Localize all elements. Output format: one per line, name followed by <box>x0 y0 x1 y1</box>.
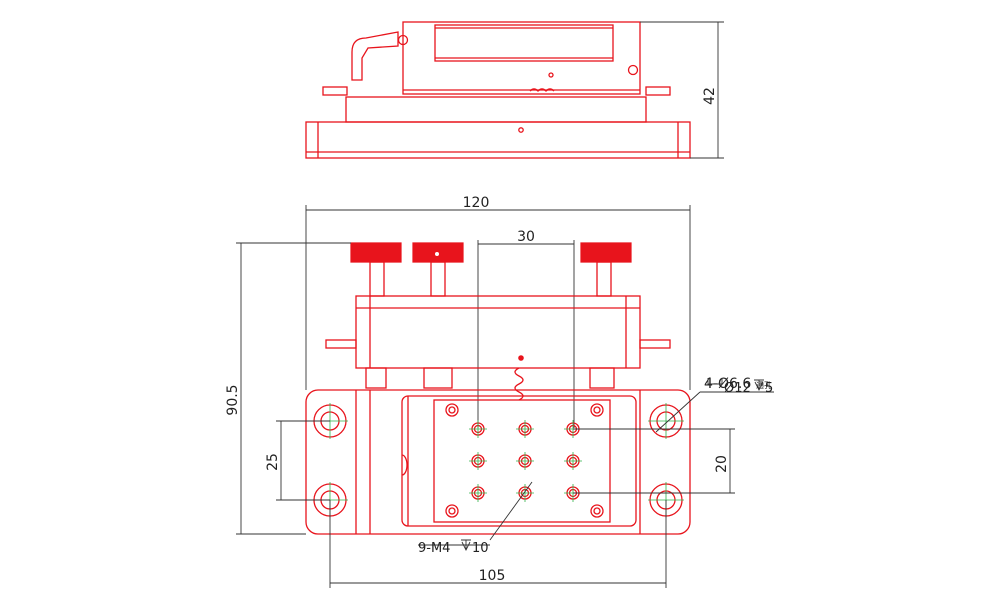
dim-30-label: 30 <box>517 229 535 245</box>
side-carriage <box>402 21 641 95</box>
callout-counterbore: Ø12 <box>724 381 751 396</box>
platform-screw <box>590 403 604 417</box>
callout-mount-holes: 4-Ø6.6 <box>704 376 751 392</box>
side-knob-rail <box>434 24 614 62</box>
side-bracket <box>351 31 399 81</box>
plan-pin-left <box>325 339 357 349</box>
platform-screw <box>590 504 604 518</box>
plan-platform-inner <box>433 399 611 523</box>
plan-view: 120 30 <box>225 195 774 588</box>
depth-symbol <box>754 379 764 392</box>
spring <box>514 367 524 401</box>
dim-120-label: 120 <box>463 195 490 211</box>
side-pin-left <box>322 86 348 96</box>
platform-screw <box>445 504 459 518</box>
side-screw-left <box>397 34 409 46</box>
thread-depth-symbol <box>461 539 471 552</box>
dim-42-label: 42 <box>702 87 718 105</box>
knob-left <box>350 242 402 263</box>
callout-thread-holes: 9-M4 <box>418 541 450 556</box>
plan-platform <box>401 395 637 527</box>
side-mid-block <box>345 96 647 123</box>
side-screw-right <box>627 64 639 76</box>
callout-through-hole-tag: 通孔 <box>756 380 772 390</box>
counterbore-symbol <box>707 378 723 385</box>
platform-screw <box>445 403 459 417</box>
plan-base-plate <box>305 389 691 535</box>
dim-90-5-label: 90.5 <box>225 384 241 415</box>
callout-thread-depth: 10 <box>472 541 489 556</box>
mount-hole <box>648 403 684 439</box>
dim-20-label: 20 <box>714 455 730 473</box>
plan-carriage <box>355 295 641 369</box>
dim-105-label: 105 <box>479 568 506 584</box>
dim-25-label: 25 <box>265 453 281 471</box>
callout-counterbore-depth: 5 <box>765 381 773 396</box>
thread-hole-grid <box>469 420 582 502</box>
side-center-mark <box>518 127 524 133</box>
knob-right <box>580 242 632 263</box>
plan-pin-right <box>639 339 671 349</box>
side-pin-right <box>645 86 671 96</box>
side-view: 42 <box>305 21 724 159</box>
